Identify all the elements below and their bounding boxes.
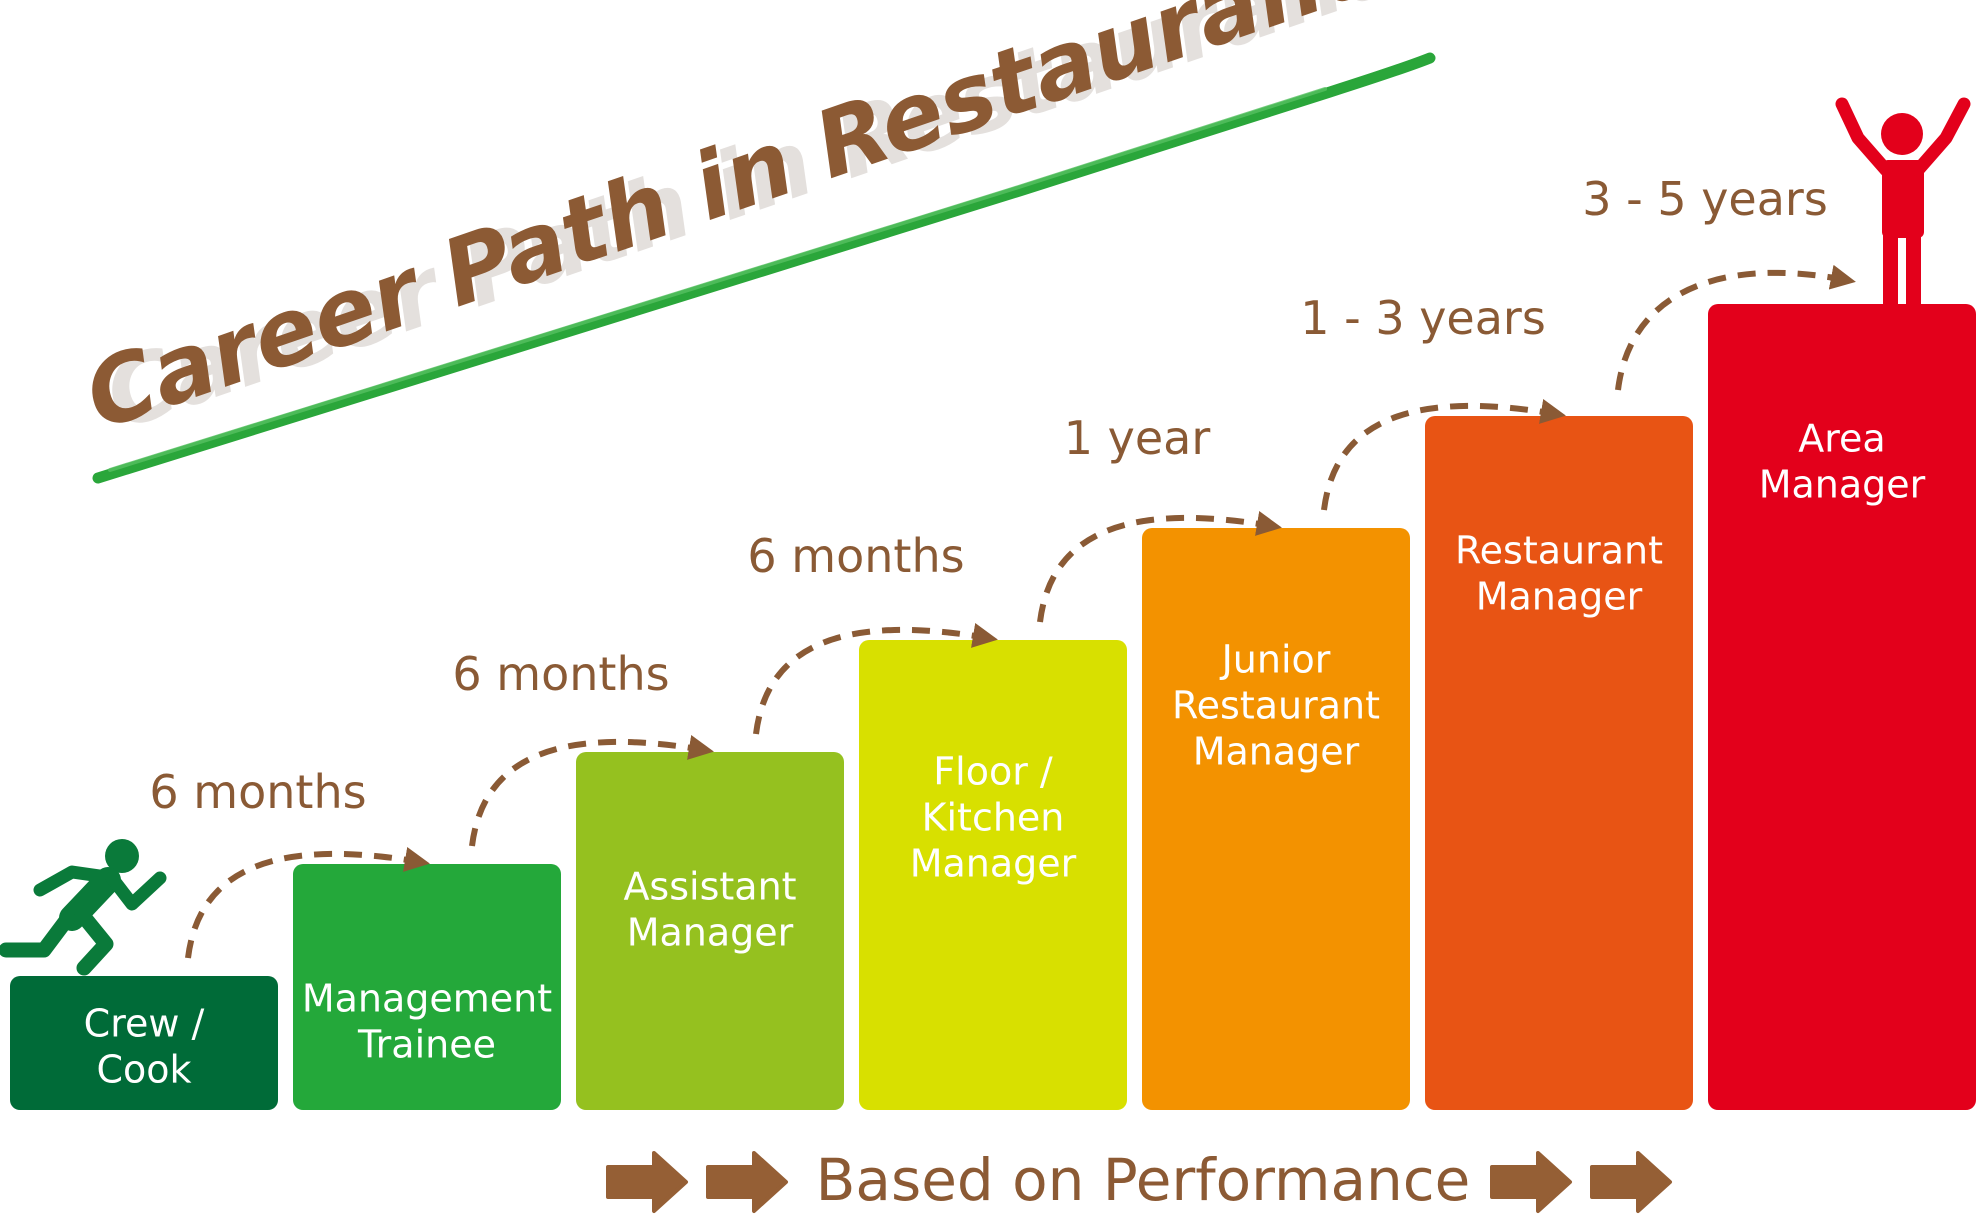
duration-label-4: 1 year — [1064, 411, 1211, 465]
step-block-6 — [1425, 416, 1693, 1110]
dashed-arrow-6 — [1615, 264, 1856, 391]
step-label-line: Floor / — [933, 750, 1053, 794]
dashed-arrow-4 — [1037, 511, 1282, 623]
running-person-icon — [0, 839, 167, 976]
footer: Based on Performance — [606, 1146, 1672, 1214]
dashed-arrow-1 — [185, 847, 430, 959]
duration-label-5: 1 - 3 years — [1300, 291, 1546, 345]
step-label-line: Trainee — [357, 1023, 496, 1067]
step-block-2 — [293, 864, 561, 1110]
celebrating-person-icon — [1835, 97, 1971, 314]
step-block-4 — [859, 640, 1127, 1110]
step-label-line: Manager — [627, 911, 794, 955]
step-label-line: Restaurant — [1455, 529, 1663, 573]
arrow-right-icon — [606, 1151, 688, 1213]
step-label-line: Kitchen — [922, 796, 1065, 840]
step-label-line: Manager — [1759, 463, 1926, 507]
dashed-arrow-5 — [1321, 399, 1566, 511]
step-label-line: Junior — [1220, 638, 1331, 682]
step-label-line: Manager — [1193, 730, 1360, 774]
step-label-line: Manager — [910, 842, 1077, 886]
step-label-line: Manager — [1476, 575, 1643, 619]
step-block-3 — [576, 752, 844, 1110]
step-label-line: Crew / — [84, 1002, 205, 1046]
arrow-right-icon — [1590, 1151, 1672, 1213]
duration-labels: 6 months 6 months 6 months 1 year 1 - 3 … — [149, 172, 1827, 819]
step-label-line: Area — [1798, 417, 1885, 461]
title-underline — [92, 52, 1436, 484]
duration-label-6: 3 - 5 years — [1582, 172, 1828, 226]
step-block-7 — [1708, 304, 1976, 1110]
arrow-right-icon — [706, 1151, 788, 1213]
step-label-line: Cook — [96, 1048, 191, 1092]
step-label-line: Restaurant — [1172, 684, 1380, 728]
step-1: Crew /Cook — [10, 976, 278, 1110]
arrow-right-icon — [1490, 1151, 1572, 1213]
dashed-arrow-3 — [753, 623, 998, 735]
duration-label-2: 6 months — [452, 647, 669, 701]
footer-text: Based on Performance — [816, 1146, 1471, 1214]
career-steps: Crew /CookManagementTraineeAssistantMana… — [10, 304, 1976, 1110]
step-label-line: Assistant — [623, 865, 796, 909]
duration-label-3: 6 months — [747, 529, 964, 583]
progress-arrows — [185, 264, 1856, 959]
step-block-5 — [1142, 528, 1410, 1110]
step-block-1 — [10, 976, 278, 1110]
duration-label-1: 6 months — [149, 765, 366, 819]
step-label-line: Management — [302, 977, 552, 1021]
dashed-arrow-2 — [469, 735, 714, 847]
